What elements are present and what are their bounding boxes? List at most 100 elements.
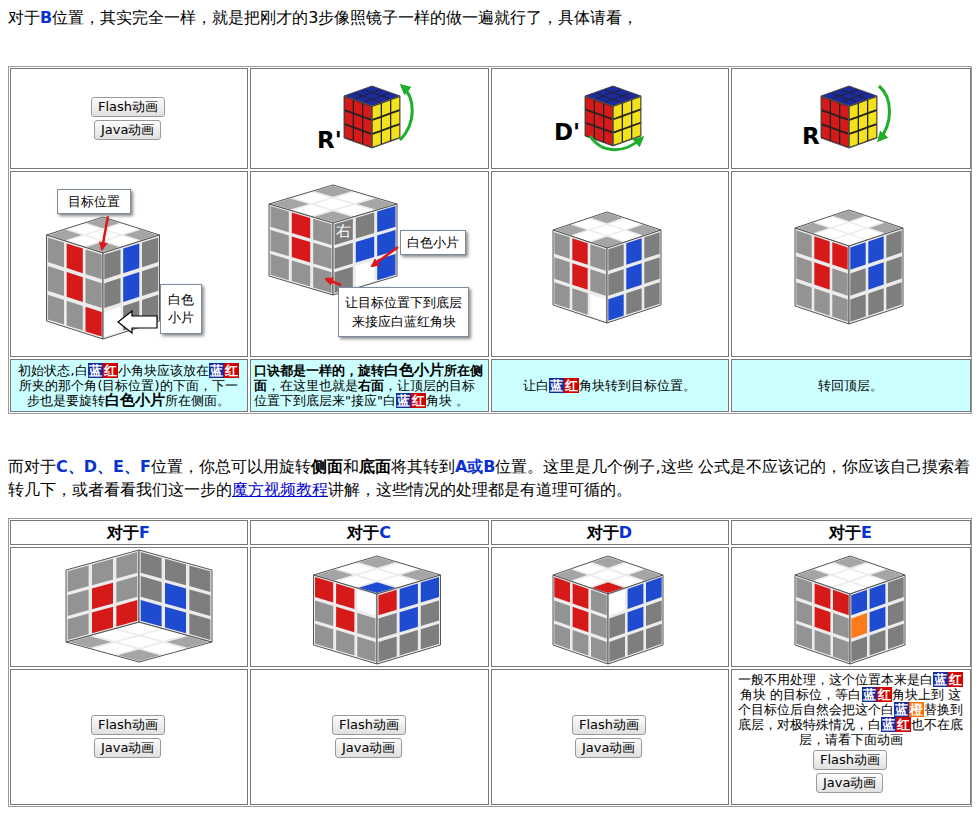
red-highlight: 红 bbox=[411, 393, 426, 408]
cube-sticker bbox=[815, 583, 831, 609]
button-label: Flash动画 bbox=[98, 99, 158, 114]
blue-highlight: 蓝 bbox=[933, 672, 948, 687]
blue-highlight: 蓝 bbox=[881, 717, 896, 732]
table-cell bbox=[11, 172, 248, 357]
blue-highlight: 蓝 bbox=[862, 687, 877, 702]
cube-sticker bbox=[142, 237, 158, 267]
cube-sticker bbox=[609, 613, 625, 639]
blue-text: C bbox=[379, 523, 391, 542]
body-text: 初始状态,白 bbox=[18, 363, 87, 378]
text-block: 对于F bbox=[10, 523, 247, 543]
cube-sticker bbox=[851, 636, 867, 662]
cube-sticker bbox=[886, 230, 901, 258]
body-text: 讲解，这些情况的处理都是有道理可循的。 bbox=[328, 480, 632, 499]
cube-sticker bbox=[67, 272, 83, 302]
body-text: 和 bbox=[343, 457, 359, 476]
cube-sticker bbox=[572, 288, 587, 315]
blue-text: B bbox=[40, 8, 52, 27]
cube-sticker bbox=[354, 101, 362, 116]
cube-sticker bbox=[604, 131, 612, 145]
bold-text: 底面 bbox=[359, 457, 391, 476]
cube-sticker bbox=[68, 566, 89, 592]
cube-face bbox=[372, 96, 400, 148]
table-cell bbox=[251, 548, 489, 667]
red-highlight: 红 bbox=[896, 717, 911, 732]
cube-sticker bbox=[868, 111, 876, 126]
cube-sticker bbox=[189, 614, 210, 640]
cube-sticker bbox=[379, 590, 397, 616]
table-cell bbox=[732, 670, 971, 805]
button-label: Java动画 bbox=[582, 740, 635, 755]
cube-sticker bbox=[382, 129, 390, 144]
text-block: 而对于C、D、E、F位置，你总可以用旋转侧面和底面将其转到A或B位置。这里是几个… bbox=[8, 455, 970, 501]
blue-text: D bbox=[619, 523, 632, 542]
bold-text: R' bbox=[317, 127, 342, 153]
cube-sticker bbox=[850, 242, 865, 270]
button-label: Flash动画 bbox=[579, 717, 639, 732]
table-cell bbox=[11, 360, 248, 412]
cube-sticker bbox=[123, 243, 139, 273]
cube-sticker bbox=[888, 624, 904, 650]
cube-sticker bbox=[421, 577, 439, 603]
button-label: Flash动画 bbox=[339, 717, 399, 732]
blue-highlight: 蓝 bbox=[88, 363, 103, 378]
cube-face bbox=[849, 96, 877, 148]
cube-sticker bbox=[391, 97, 399, 112]
cube-sticker bbox=[356, 237, 374, 263]
cube-sticker bbox=[796, 624, 812, 650]
red-highlight: 红 bbox=[948, 672, 963, 687]
button-label: Java动画 bbox=[823, 775, 876, 790]
body-text: 而对于 bbox=[8, 457, 56, 476]
animation-button: Flash动画 bbox=[91, 715, 165, 735]
cube bbox=[314, 556, 441, 664]
cube-sticker bbox=[850, 294, 865, 322]
cube-sticker bbox=[644, 257, 659, 284]
blue-text: E bbox=[861, 523, 872, 542]
cube-sticker bbox=[86, 307, 102, 337]
cube-sticker bbox=[796, 577, 812, 603]
animation-button: Flash动画 bbox=[813, 750, 887, 770]
cube-sticker bbox=[608, 244, 623, 271]
cube-sticker bbox=[554, 232, 569, 259]
cube-sticker bbox=[354, 115, 362, 130]
cube-sticker bbox=[116, 576, 137, 602]
table-cell bbox=[492, 521, 729, 545]
callout-text: 白色小片 bbox=[407, 235, 459, 250]
cube-sticker bbox=[123, 272, 139, 302]
pointer-arrow bbox=[326, 279, 341, 285]
cube bbox=[344, 86, 400, 148]
cube-sticker bbox=[831, 101, 839, 116]
red-highlight: 红 bbox=[224, 363, 239, 378]
cube-sticker bbox=[814, 262, 829, 290]
cube-sticker bbox=[850, 104, 858, 119]
table-cell bbox=[251, 670, 489, 805]
cube-sticker bbox=[165, 559, 186, 585]
cube-sticker bbox=[345, 111, 353, 126]
cube-face bbox=[607, 230, 661, 323]
text-block: 口诀都是一样的，旋转白色小片所在侧面，在这里也就是右面，让顶层的目标位置下到底层… bbox=[250, 363, 488, 408]
blue-highlight: 蓝 bbox=[894, 702, 909, 717]
cube-sticker bbox=[595, 127, 603, 141]
animation-button: Flash动画 bbox=[332, 715, 406, 735]
cube-sticker bbox=[292, 213, 310, 239]
cube-sticker bbox=[831, 115, 839, 130]
link-text: 魔方视频教程 bbox=[232, 480, 328, 499]
pointer-arrow bbox=[372, 247, 398, 266]
cube-sticker bbox=[832, 242, 847, 270]
cube-sticker bbox=[554, 257, 569, 284]
cube-sticker bbox=[357, 590, 375, 616]
cube-sticker bbox=[815, 630, 831, 656]
cube-sticker bbox=[646, 577, 662, 603]
cube-sticker bbox=[796, 230, 811, 258]
cube-sticker bbox=[356, 213, 374, 239]
cube-sticker bbox=[796, 282, 811, 310]
animation-button: Java动画 bbox=[335, 738, 402, 758]
cube-sticker bbox=[379, 636, 397, 662]
cube-sticker bbox=[116, 600, 137, 626]
cube-sticker bbox=[363, 104, 371, 119]
bold-text: D' bbox=[554, 119, 580, 145]
cube-sticker bbox=[336, 607, 354, 633]
cube-sticker bbox=[315, 577, 333, 603]
button-label: Java动画 bbox=[101, 122, 154, 137]
blue-text: C、D、E、F bbox=[56, 457, 151, 476]
